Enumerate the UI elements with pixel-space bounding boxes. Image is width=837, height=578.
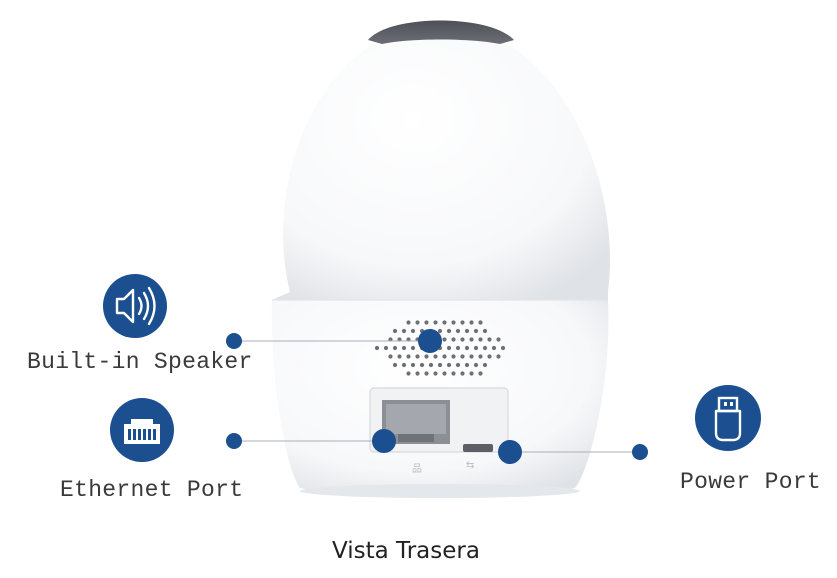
grille-hole — [496, 337, 501, 342]
grille-hole — [464, 345, 470, 351]
grille-hole — [428, 362, 434, 368]
grille-hole — [446, 345, 452, 351]
grille-hole — [437, 328, 443, 334]
grille-hole — [383, 345, 389, 351]
grille-hole — [401, 328, 407, 334]
power-callout-dot — [632, 444, 648, 460]
grille-hole — [415, 354, 420, 359]
grille-hole — [424, 354, 429, 359]
grille-hole — [460, 371, 465, 376]
grille-hole — [433, 354, 438, 359]
grille-hole — [401, 362, 407, 368]
grille-hole — [491, 345, 497, 351]
grille-hole — [451, 354, 456, 359]
grille-hole — [424, 320, 429, 325]
grille-hole — [419, 362, 425, 368]
ethernet-port-icon — [110, 398, 174, 462]
grille-hole — [410, 345, 416, 351]
grille-hole — [482, 328, 488, 334]
grille-hole — [451, 371, 456, 376]
grille-hole — [478, 337, 483, 342]
grille-hole — [469, 371, 474, 376]
grille-hole — [487, 337, 492, 342]
grille-hole — [496, 354, 501, 359]
grille-hole — [478, 320, 483, 325]
svg-text:品: 品 — [412, 463, 422, 475]
grille-hole — [482, 362, 488, 368]
grille-hole — [424, 371, 429, 376]
grille-hole — [392, 328, 398, 334]
grille-hole — [446, 328, 452, 334]
grille-hole — [415, 320, 420, 325]
grille-hole — [460, 337, 465, 342]
grille-hole — [469, 337, 474, 342]
power-label: Power Port — [680, 469, 822, 495]
grille-hole — [500, 345, 506, 351]
speaker-target-dot — [418, 329, 442, 353]
camera-lens — [368, 20, 514, 44]
usb-socket — [463, 444, 493, 452]
grille-hole — [442, 371, 447, 376]
power-target-dot — [498, 440, 522, 464]
grille-hole — [392, 345, 398, 351]
svg-text:⇆: ⇆ — [466, 460, 474, 471]
grille-hole — [455, 362, 461, 368]
grille-hole — [460, 320, 465, 325]
callout-lines — [234, 340, 640, 453]
grille-hole — [455, 345, 461, 351]
grille-hole — [478, 371, 483, 376]
grille-hole — [482, 345, 488, 351]
grille-hole — [437, 362, 443, 368]
grille-hole — [464, 362, 470, 368]
speaker-label: Built-in Speaker — [27, 349, 253, 375]
grille-hole — [487, 354, 492, 359]
view-caption: Vista Trasera — [332, 538, 480, 564]
grille-hole — [478, 354, 483, 359]
grille-hole — [406, 320, 411, 325]
grille-hole — [442, 337, 447, 342]
ethernet-target-dot — [372, 429, 396, 453]
ethernet-callout-dot — [226, 433, 242, 449]
speaker-icon — [103, 274, 167, 338]
grille-hole — [442, 320, 447, 325]
grille-hole — [451, 320, 456, 325]
grille-hole — [455, 328, 461, 334]
grille-hole — [451, 337, 456, 342]
grille-hole — [415, 371, 420, 376]
grille-hole — [406, 371, 411, 376]
grille-hole — [406, 354, 411, 359]
grille-hole — [374, 345, 380, 351]
grille-hole — [433, 371, 438, 376]
grille-hole — [473, 328, 479, 334]
speaker-grille — [374, 320, 506, 376]
grille-hole — [410, 328, 416, 334]
grille-hole — [388, 354, 393, 359]
ethernet-label: Ethernet Port — [60, 477, 244, 503]
grille-hole — [442, 354, 447, 359]
grille-hole — [473, 345, 479, 351]
speaker-callout-dot — [226, 333, 242, 349]
grille-hole — [469, 354, 474, 359]
grille-hole — [401, 345, 407, 351]
grille-hole — [446, 362, 452, 368]
usb-plug-icon — [695, 385, 761, 451]
grille-hole — [392, 362, 398, 368]
grille-hole — [397, 354, 402, 359]
grille-hole — [410, 362, 416, 368]
grille-hole — [464, 328, 470, 334]
grille-hole — [433, 320, 438, 325]
grille-hole — [473, 362, 479, 368]
grille-hole — [469, 320, 474, 325]
grille-hole — [460, 354, 465, 359]
port-panel: 品 ⇆ — [369, 387, 509, 475]
